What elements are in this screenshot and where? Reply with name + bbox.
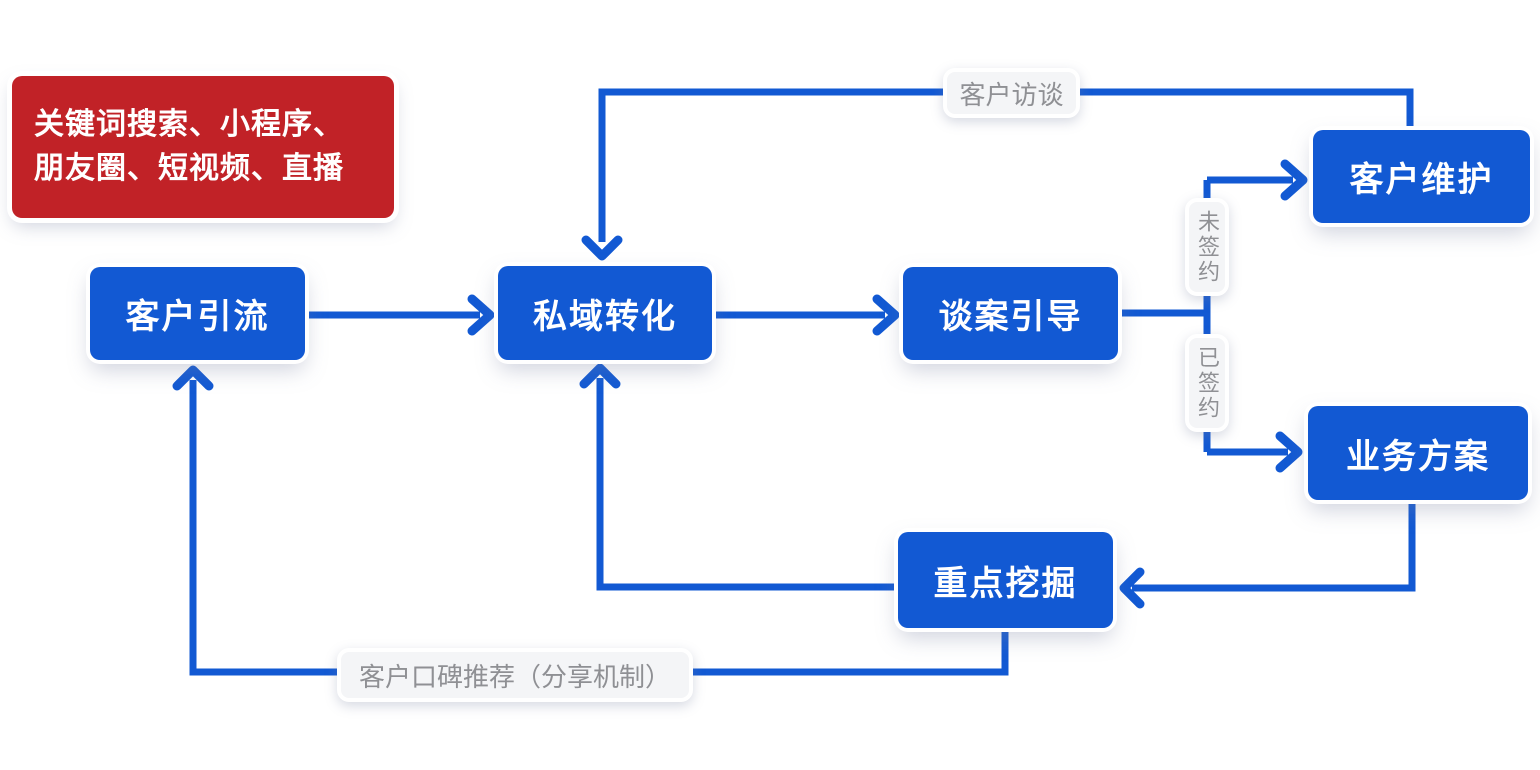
traffic-sources-note: 关键词搜索、小程序、 朋友圈、短视频、直播 <box>12 76 394 218</box>
node-kehu-weihu: 客户维护 <box>1313 130 1530 223</box>
traffic-sources-note-line1: 关键词搜索、小程序、 <box>34 108 344 141</box>
arrowhead-right-fangan <box>1275 431 1303 473</box>
arrowhead-left-wajue <box>1119 567 1145 609</box>
edge-label-koubei-tuijian: 客户口碑推荐（分享机制） <box>337 648 693 702</box>
edge-label-kehu-fangtan: 客户访谈 <box>943 68 1080 118</box>
traffic-sources-note-line2: 朋友圈、短视频、直播 <box>34 152 344 185</box>
arrowhead-down-zhuanhua <box>581 235 623 261</box>
arrowhead-up-zhuanhua <box>579 363 621 389</box>
connector-wajue-to-zhuanhua <box>596 378 898 591</box>
edge-label-yi-qianyue: 已签约 <box>1185 334 1229 432</box>
arrowhead-right-yindao <box>872 294 900 336</box>
connector-fangan-to-wajue <box>1132 500 1416 592</box>
arrowhead-right-zhuanhua <box>467 294 495 336</box>
node-yewu-fangan: 业务方案 <box>1308 406 1528 500</box>
node-siyu-zhuanhua: 私域转化 <box>498 266 712 360</box>
arrowhead-up-yinliu <box>172 365 214 391</box>
edge-label-wei-qianyue: 未签约 <box>1185 198 1229 296</box>
node-zhongdian-wajue: 重点挖掘 <box>898 532 1113 628</box>
node-kehu-yinliu: 客户引流 <box>90 267 305 360</box>
arrowhead-right-weihu <box>1280 159 1308 201</box>
node-tanan-yindao: 谈案引导 <box>903 267 1118 360</box>
